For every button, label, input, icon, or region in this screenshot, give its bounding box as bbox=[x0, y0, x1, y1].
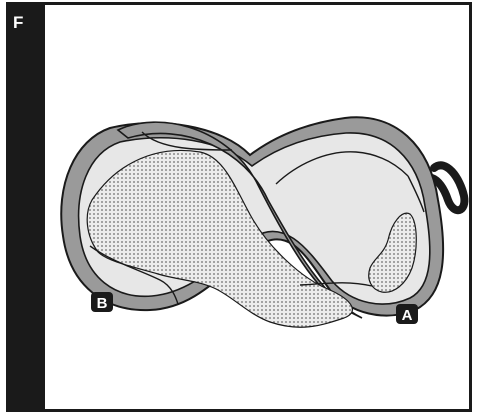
marker-b-label: B bbox=[97, 295, 108, 312]
fabric-fold-lines bbox=[89, 131, 425, 305]
mesh-panel-right bbox=[368, 212, 417, 293]
mesh-panel-left bbox=[86, 149, 353, 328]
panel-side-bar: F bbox=[9, 5, 45, 409]
marker-b: B bbox=[91, 292, 113, 312]
hanging-loop-icon bbox=[428, 161, 469, 214]
panel-letter: F bbox=[13, 13, 24, 32]
marker-a: A bbox=[396, 304, 418, 324]
crossing-band bbox=[116, 121, 363, 319]
marker-a-label: A bbox=[402, 307, 413, 324]
